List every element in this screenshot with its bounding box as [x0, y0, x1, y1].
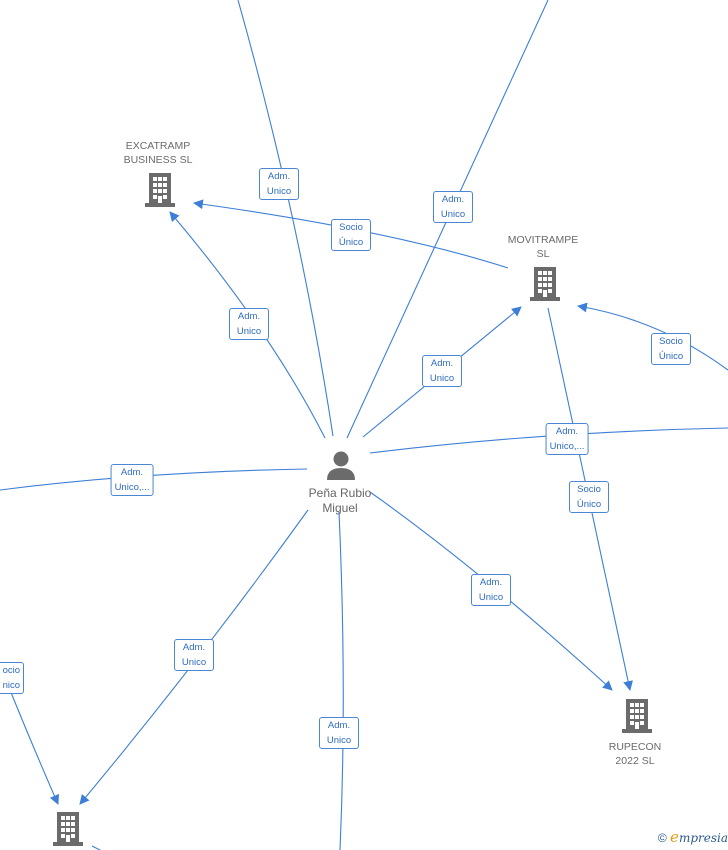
node-label-movitrampe[interactable]: MOVITRAMPE SL — [507, 234, 579, 260]
edge-label[interactable]: Socio Único — [651, 333, 691, 365]
edge-label[interactable]: Adm. Unico,... — [545, 423, 589, 455]
edge-label[interactable]: Adm. Unico — [259, 168, 299, 200]
edge-label[interactable]: Adm. Unico — [433, 191, 473, 223]
brand-watermark: © empresia — [657, 828, 728, 846]
node-label-rupecon[interactable]: RUPECON 2022 SL — [608, 741, 662, 767]
edge-label[interactable]: Adm. Unico,... — [110, 464, 154, 496]
edge-label[interactable]: Adm. Unico — [229, 308, 269, 340]
building-icon[interactable] — [530, 267, 560, 301]
edge-label[interactable]: Adm. Unico — [174, 639, 214, 671]
node-label-person[interactable]: Peña Rubio Miguel — [308, 486, 372, 515]
edge-label[interactable]: ocio nico — [0, 662, 24, 694]
building-icon[interactable] — [53, 812, 83, 846]
building-icon[interactable] — [622, 699, 652, 733]
edge-label[interactable]: Adm. Unico — [319, 717, 359, 749]
edge-label[interactable]: Socio Único — [331, 219, 371, 251]
edge-person-to-left — [0, 468, 308, 491]
building-icon[interactable] — [145, 173, 175, 207]
edge-label[interactable]: Socio Único — [569, 481, 609, 513]
edge-label[interactable]: Adm. Unico — [422, 355, 462, 387]
node-label-excatramp[interactable]: EXCATRAMP BUSINESS SL — [123, 140, 193, 166]
copyright-icon: © — [657, 831, 667, 845]
edge-label[interactable]: Adm. Unico — [471, 574, 511, 606]
edge-top-to-person — [237, 0, 334, 437]
edge-person-to-bottom — [338, 511, 344, 850]
edge-right-to-movitrampe — [577, 302, 728, 371]
edge-bottom-company-to-right — [91, 845, 102, 850]
edge-left-to-bottom-company — [5, 679, 59, 805]
edge-right-to-person — [369, 427, 728, 454]
person-icon[interactable] — [327, 451, 355, 481]
